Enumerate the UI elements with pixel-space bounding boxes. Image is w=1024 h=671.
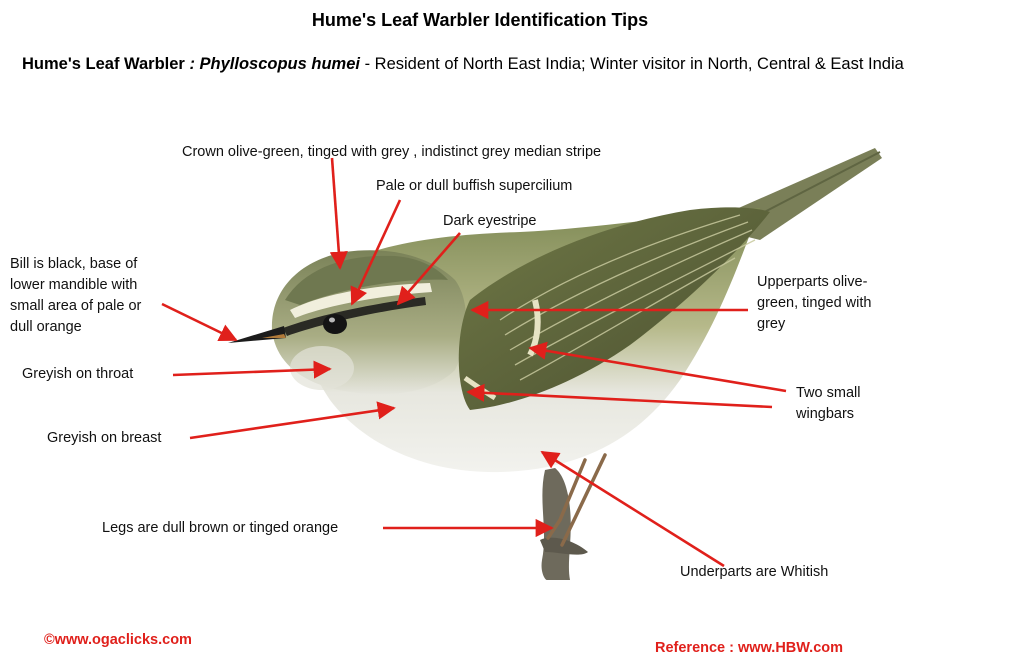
range-text: - Resident of North East India; Winter v… bbox=[359, 55, 904, 73]
common-name: Hume's Leaf Warbler bbox=[22, 55, 185, 73]
label-legs: Legs are dull brown or tinged orange bbox=[102, 520, 339, 536]
species-description: Hume's Leaf Warbler : Phylloscopus humei… bbox=[22, 52, 922, 76]
label-bill-line-1: Bill is black, base of bbox=[10, 256, 138, 272]
label-upperparts-line-2: green, tinged with bbox=[757, 295, 872, 311]
page-title: Hume's Leaf Warbler Identification Tips bbox=[311, 10, 649, 30]
arrow-crown bbox=[329, 157, 348, 270]
arrow-breast bbox=[189, 401, 396, 440]
label-throat: Greyish on throat bbox=[22, 366, 134, 382]
label-eyestripe: Dark eyestripe bbox=[443, 213, 537, 229]
label-underparts: Underparts are Whitish bbox=[680, 564, 829, 580]
bird-throat bbox=[290, 346, 354, 390]
label-breast: Greyish on breast bbox=[47, 430, 162, 446]
bird-eyestripe bbox=[283, 297, 426, 336]
bird-eye bbox=[323, 314, 347, 334]
label-bill: Bill is black, base of lower mandible wi… bbox=[10, 254, 141, 338]
label-supercilium: Pale or dull buffish supercilium bbox=[376, 178, 573, 194]
arrow-eyestripe bbox=[396, 232, 461, 306]
label-wingbars-line-2: wingbars bbox=[796, 406, 855, 422]
arrow-throat bbox=[172, 360, 332, 379]
label-crown: Crown olive-green, tinged with grey , in… bbox=[182, 144, 602, 160]
annotation-arrows bbox=[161, 157, 787, 568]
arrow-wingbar-1 bbox=[528, 341, 787, 393]
reference-link[interactable]: Reference : www.HBW.com bbox=[655, 640, 844, 656]
label-upperparts-line-1: Upperparts olive- bbox=[757, 274, 868, 290]
label-wingbars-line-1: Two small bbox=[796, 385, 861, 401]
arrow-wingbar-2 bbox=[466, 383, 773, 409]
credit-link[interactable]: ©www.ogaclicks.com bbox=[44, 632, 192, 648]
bird-bill bbox=[228, 326, 286, 343]
label-wingbars: Two small wingbars bbox=[796, 383, 860, 425]
label-upperparts: Upperparts olive- green, tinged with gre… bbox=[757, 272, 871, 335]
label-bill-line-4: dull orange bbox=[10, 319, 82, 335]
label-bill-line-2: lower mandible with bbox=[10, 277, 138, 293]
branch bbox=[540, 468, 588, 580]
bird-crown bbox=[285, 255, 448, 305]
scientific-name: Phylloscopus humei bbox=[199, 55, 360, 73]
arrow-underparts bbox=[540, 450, 725, 568]
label-upperparts-line-3: grey bbox=[757, 316, 786, 332]
name-separator: : bbox=[184, 55, 200, 73]
arrow-bill bbox=[161, 302, 238, 342]
label-bill-line-3: small area of pale or bbox=[10, 298, 142, 314]
arrow-supercilium bbox=[350, 199, 402, 306]
